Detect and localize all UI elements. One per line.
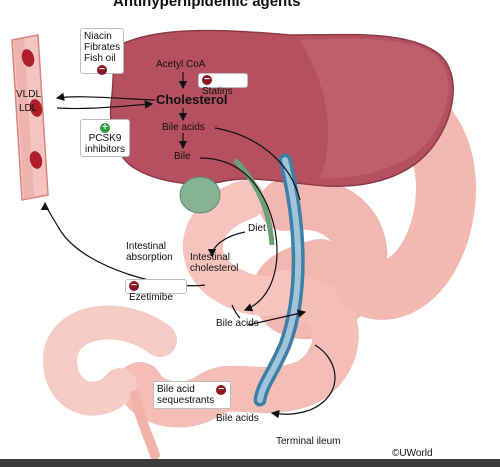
ezetimibe-box: − Ezetimibe	[125, 279, 187, 303]
gallbladder	[179, 176, 221, 214]
intestinal-cholesterol-line2: cholesterol	[190, 263, 239, 274]
fibrates-label: Fibrates	[84, 42, 121, 53]
cholesterol-label: Cholesterol	[156, 92, 228, 107]
diet-label: Diet	[248, 223, 266, 234]
intestinal-absorption-line1: Intestinal	[126, 241, 167, 252]
niacin-fibrates-fish-oil-box: Niacin Fibrates Fish oil −	[80, 28, 124, 76]
promote-icon: +	[100, 123, 110, 133]
intestinal-cholesterol-label: Intestinal cholesterol	[190, 252, 238, 274]
intestinal-cholesterol-line1: Intestinal	[190, 252, 231, 263]
inhibit-icon: −	[202, 75, 212, 86]
acetyl-coa-label: Acetyl CoA	[156, 59, 206, 70]
blood-vessel	[11, 34, 49, 201]
fish-oil-label: Fish oil	[84, 53, 116, 64]
intestinal-absorption-line2: absorption	[126, 252, 173, 263]
sequestrants-label: sequestrants	[157, 395, 215, 406]
liver-bile-acids-label: Bile acids	[162, 122, 205, 133]
pcsk9-label: PCSK9	[88, 133, 122, 144]
bile-label: Bile	[174, 151, 191, 162]
vldl-label: VLDL	[16, 89, 42, 100]
bottom-border	[0, 459, 500, 467]
inhibit-icon: −	[97, 65, 107, 76]
statins-box: − Statins	[198, 73, 248, 97]
inhibit-icon: −	[129, 281, 139, 292]
ezetimibe-label: Ezetimibe	[129, 292, 173, 303]
inhibit-icon: −	[216, 385, 226, 395]
niacin-label: Niacin	[84, 31, 112, 42]
ldl-label: LDL	[19, 103, 38, 114]
diagram-title: Antihyperlipidemic agents	[113, 0, 301, 10]
terminal-ileum-label: Terminal ileum	[276, 436, 341, 447]
intestinal-absorption-label: Intestinal absorption	[126, 241, 173, 263]
copyright-label: ©UWorld	[392, 448, 433, 459]
statins-label: Statins	[202, 86, 233, 97]
bile-acid-label: Bile acid	[157, 384, 195, 395]
bile-acid-sequestrants-box: − Bile acid sequestrants	[153, 381, 231, 409]
intestine-bile-acids-label: Bile acids	[216, 318, 259, 329]
inhibitors-label: inhibitors	[84, 144, 126, 155]
pcsk9-inhibitors-box: + PCSK9 inhibitors	[80, 119, 130, 157]
ileum-bile-acids-label: Bile acids	[216, 413, 259, 424]
